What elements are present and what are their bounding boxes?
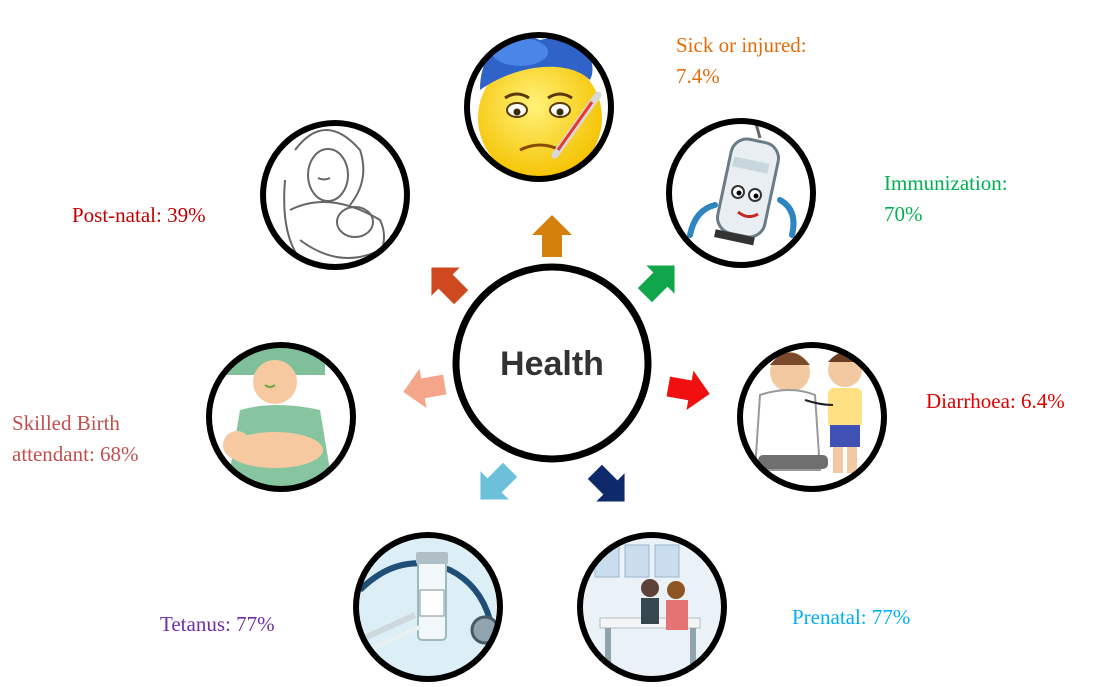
arrow-to-sick xyxy=(532,215,572,257)
tetanus-label: Tetanus: 77% xyxy=(160,609,275,640)
birth-label: Skilled Birth attendant: 68% xyxy=(12,408,139,470)
center-label: Health xyxy=(500,345,604,383)
prenatal-consultation-icon xyxy=(580,535,724,679)
sick-label: Sick or injured: 7.4% xyxy=(676,30,807,92)
prenatal-label-line-1: Prenatal: 77% xyxy=(792,605,911,629)
arrow-to-immunization xyxy=(637,265,675,303)
postnatal-node xyxy=(260,120,410,270)
arrow-to-postnatal xyxy=(431,267,469,305)
tetanus-node xyxy=(353,532,503,682)
prenatal-label: Prenatal: 77% xyxy=(792,602,910,633)
birth-node xyxy=(206,342,356,492)
sick-label-line-2: 7.4% xyxy=(676,64,720,88)
sick-label-line-1: Sick or injured: xyxy=(676,33,807,57)
sick-thermometer-emoji-icon xyxy=(478,36,602,179)
arrow-to-prenatal xyxy=(587,464,625,502)
arrow-to-birth xyxy=(403,368,447,409)
immunization-label: Immunization: 70% xyxy=(884,168,1008,230)
immunization-label-line-2: 70% xyxy=(884,202,923,226)
center-circle: Health xyxy=(452,263,652,463)
vaccine-vial-stethoscope-icon xyxy=(356,535,500,679)
birth-label-line-1: Skilled Birth xyxy=(12,411,120,435)
tetanus-label-line-1: Tetanus: 77% xyxy=(160,612,275,636)
postnatal-label-line-1: Post-natal: 39% xyxy=(72,203,206,227)
arrow-to-diarrhoea xyxy=(666,370,710,411)
diarrhoea-label: Diarrhoea: 6.4% xyxy=(926,386,1065,417)
postnatal-label: Post-natal: 39% xyxy=(72,200,206,231)
immunization-label-line-1: Immunization: xyxy=(884,171,1008,195)
prenatal-node xyxy=(577,532,727,682)
arrow-to-tetanus xyxy=(480,462,518,500)
diarrhoea-node xyxy=(737,342,887,492)
sick-node xyxy=(464,32,614,182)
immunization-node xyxy=(666,118,816,268)
diarrhoea-label-line-1: Diarrhoea: 6.4% xyxy=(926,389,1065,413)
birth-label-line-2: attendant: 68% xyxy=(12,442,139,466)
